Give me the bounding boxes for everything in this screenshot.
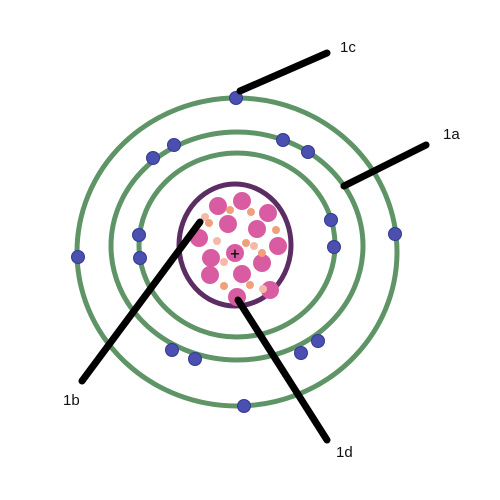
proton — [233, 265, 251, 283]
proton — [233, 192, 251, 210]
neutron — [201, 213, 209, 221]
proton — [248, 220, 266, 238]
electron — [71, 250, 85, 264]
neutron — [220, 282, 228, 290]
middle-shell — [108, 129, 366, 363]
electron — [167, 138, 181, 152]
electrons — [71, 91, 402, 413]
proton — [202, 249, 220, 267]
neutron — [272, 226, 280, 234]
neutron — [259, 285, 267, 293]
electron — [327, 240, 341, 254]
neutron — [213, 237, 221, 245]
proton — [259, 204, 277, 222]
nucleus: + — [176, 181, 294, 309]
nucleus-charge-sign: + — [230, 247, 241, 262]
pointer-lines — [78, 49, 430, 444]
electron — [311, 334, 325, 348]
label-1d: 1d — [336, 444, 353, 461]
pointer-line-1b — [78, 218, 204, 385]
neutron — [246, 281, 254, 289]
neutrons — [201, 206, 280, 293]
label-1b: 1b — [63, 392, 80, 409]
neutron — [220, 258, 228, 266]
electron — [229, 91, 243, 105]
electron — [388, 227, 402, 241]
electron — [324, 213, 338, 227]
neutron — [205, 219, 213, 227]
neutron — [250, 242, 258, 250]
label-1a: 1a — [443, 126, 460, 143]
pointer-line-1c — [236, 49, 331, 95]
proton — [209, 197, 227, 215]
proton — [269, 237, 287, 255]
electron — [294, 346, 308, 360]
neutron — [247, 208, 255, 216]
neutron — [226, 206, 234, 214]
proton — [253, 254, 271, 272]
electron — [188, 352, 202, 366]
label-1c: 1c — [340, 39, 356, 56]
pointer-line-1d — [234, 296, 331, 444]
electron — [237, 399, 251, 413]
electron — [276, 133, 290, 147]
proton — [226, 244, 244, 262]
electron — [132, 228, 146, 242]
proton — [201, 266, 219, 284]
electron — [165, 343, 179, 357]
electron — [146, 151, 160, 165]
electron — [133, 251, 147, 265]
proton — [219, 215, 237, 233]
pointer-line-1a — [340, 141, 430, 190]
neutron — [258, 249, 266, 257]
neutron — [242, 239, 250, 247]
proton — [261, 281, 279, 299]
electron — [301, 145, 315, 159]
